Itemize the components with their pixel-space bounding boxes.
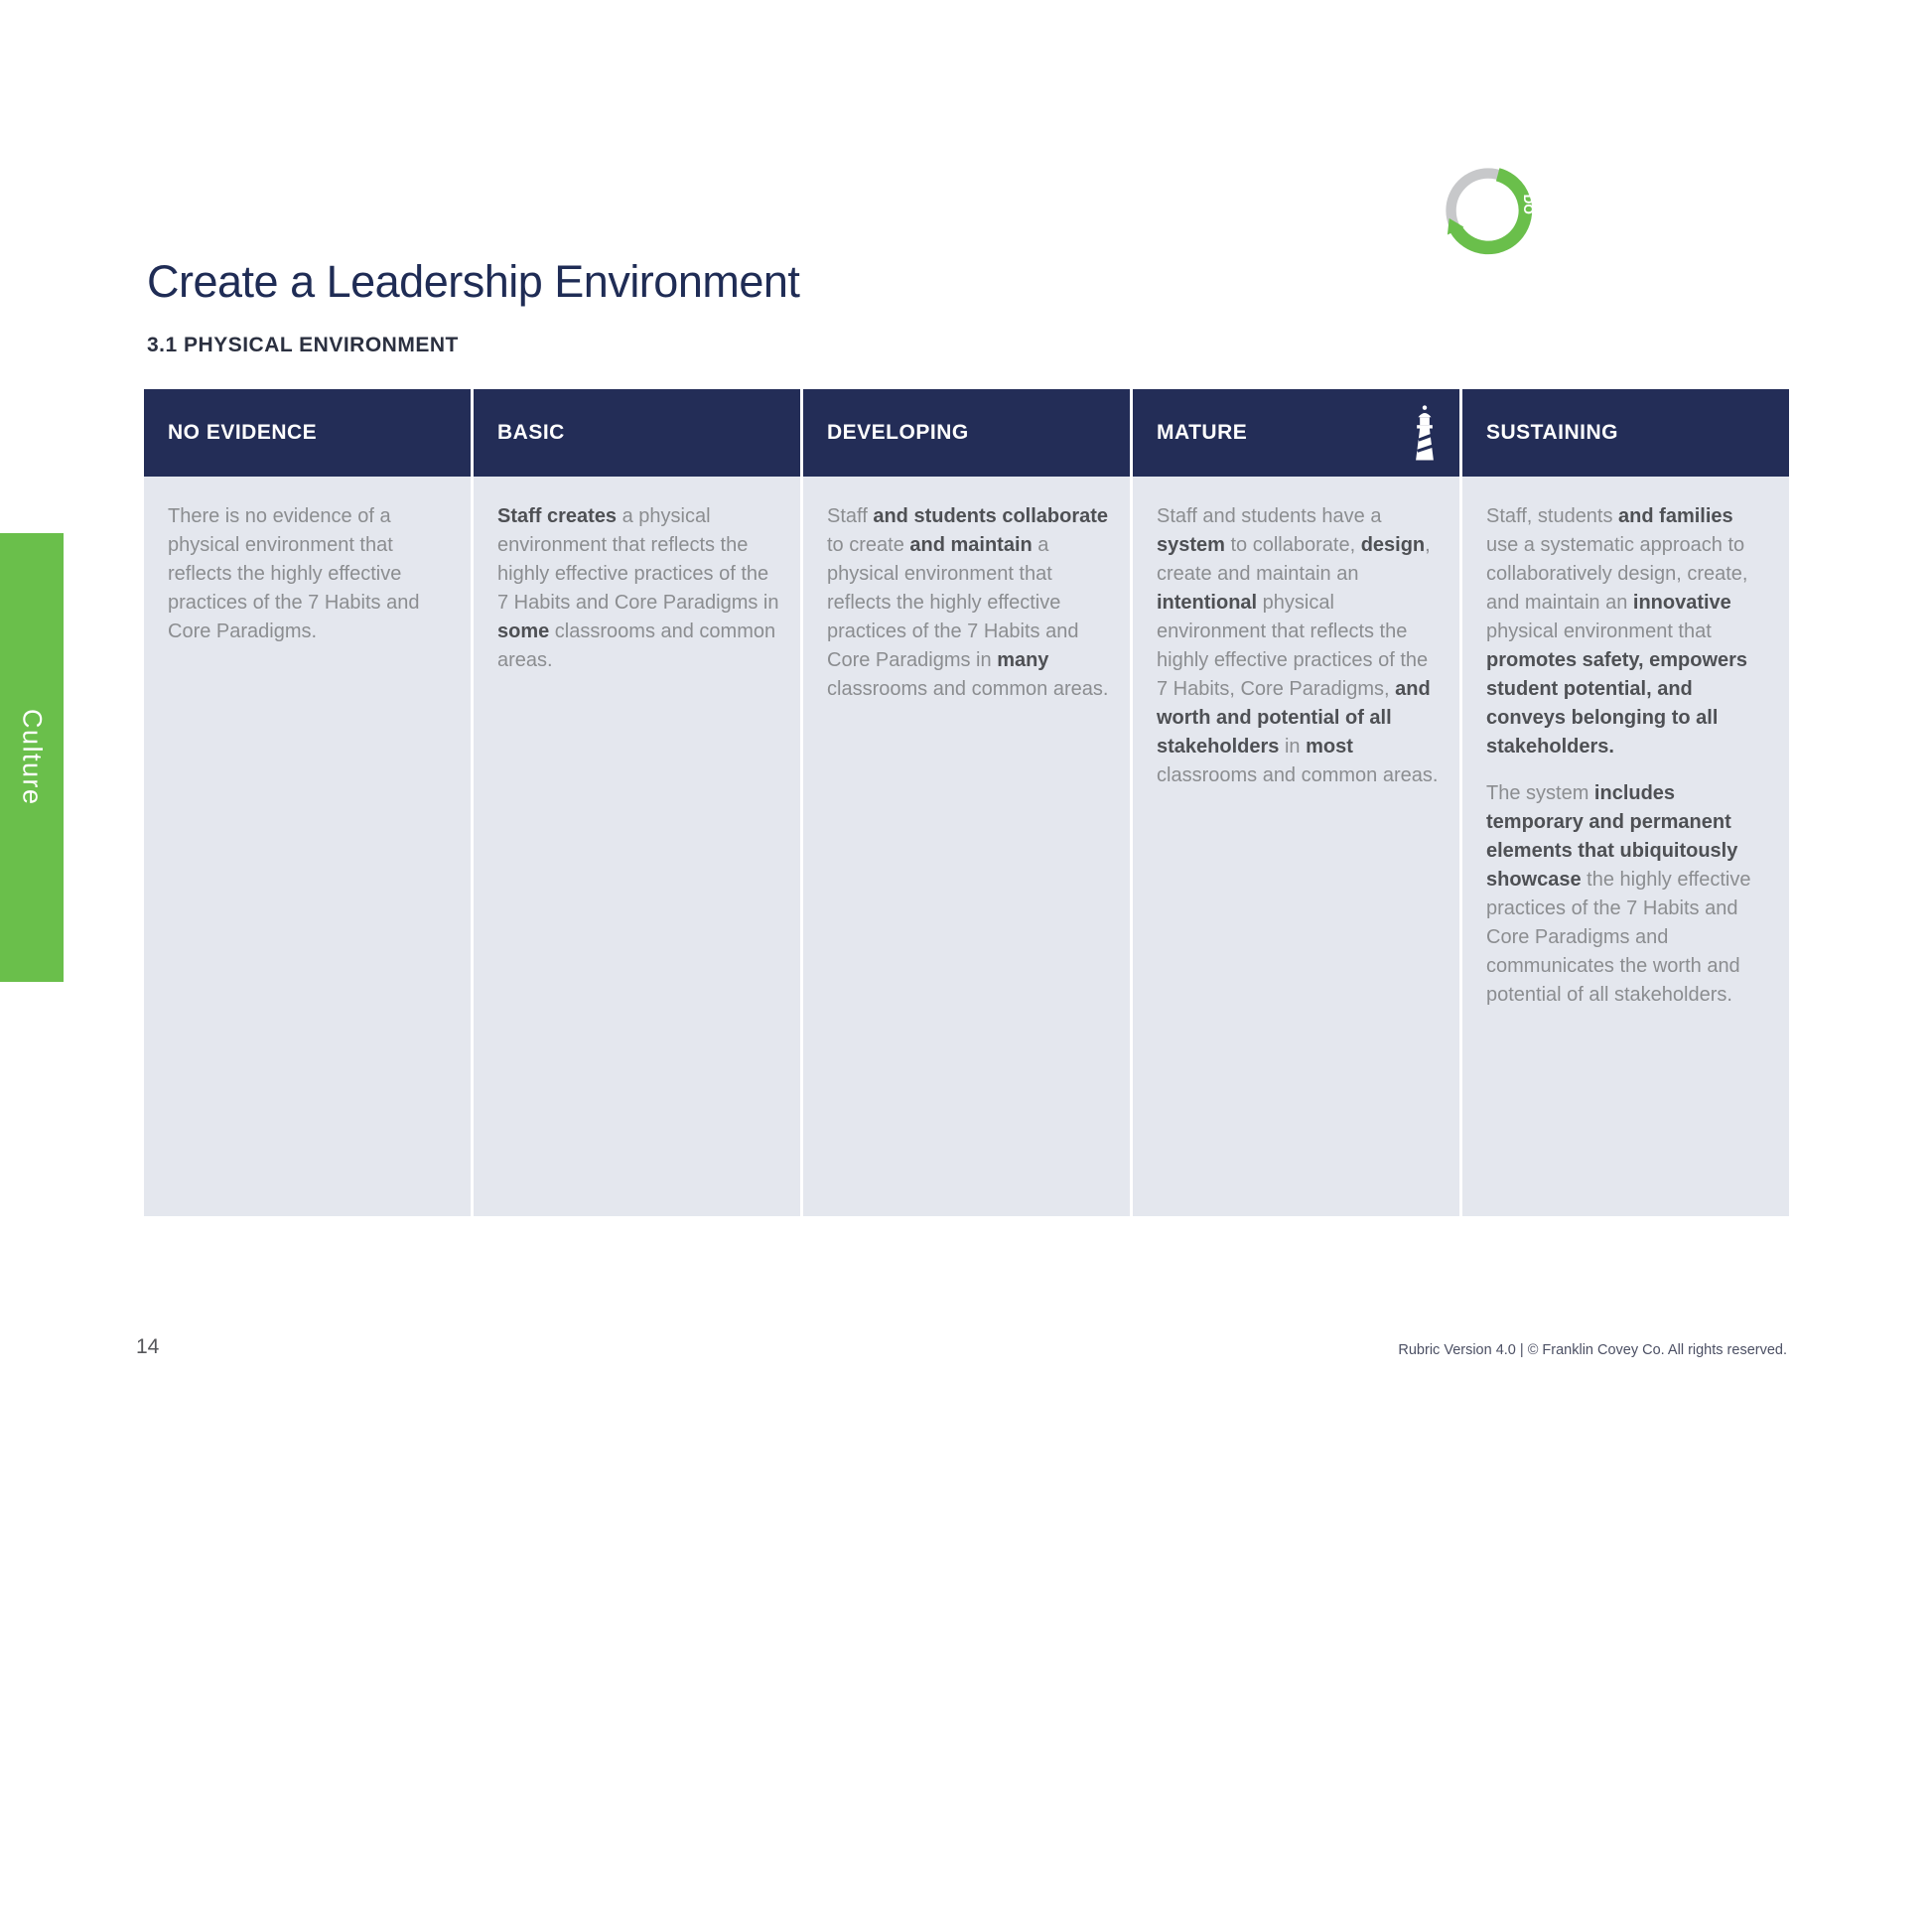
rubric-cell: There is no evidence of a physical envir… (144, 477, 471, 1216)
section-subtitle: 3.1 PHYSICAL ENVIRONMENT (147, 334, 459, 356)
rubric-column: NO EVIDENCE There is no evidence of a phy… (144, 389, 471, 1216)
footer-copyright: Rubric Version 4.0 | © Franklin Covey Co… (1398, 1342, 1787, 1358)
rubric-cell-paragraph: The system includes temporary and perman… (1486, 782, 1751, 1006)
rubric-column-header: BASIC (474, 389, 800, 477)
culture-side-tab: Culture (0, 533, 64, 982)
rubric-column-header-label: BASIC (497, 421, 565, 444)
lighthouse-icon (1408, 402, 1442, 464)
rubric-column-header-label: NO EVIDENCE (168, 421, 318, 444)
rubric-column-header: MATURE (1133, 389, 1459, 477)
rubric-column: MATURE Staff and students have a system t… (1133, 389, 1459, 1216)
rubric-column-header: NO EVIDENCE (144, 389, 471, 477)
rubric-cell-paragraph: Staff and students collaborate to create… (827, 505, 1109, 700)
rubric-cell: Staff and students have a system to coll… (1133, 477, 1459, 1216)
rubric-cell: Staff and students collaborate to create… (803, 477, 1130, 1216)
rubric-table: NO EVIDENCE There is no evidence of a phy… (144, 389, 1789, 1216)
rubric-cell-paragraph: Staff and students have a system to coll… (1157, 505, 1439, 786)
rubric-cell: Staff, students and families use a syste… (1462, 477, 1789, 1216)
rubric-column: SUSTAINING Staff, students and families u… (1462, 389, 1789, 1216)
side-tab-label: Culture (17, 709, 48, 806)
rubric-column: BASIC Staff creates a physical environmen… (474, 389, 800, 1216)
rubric-cell-paragraph: There is no evidence of a physical envir… (168, 505, 420, 642)
rubric-column: DEVELOPING Staff and students collaborate… (803, 389, 1130, 1216)
do-label: DO (1521, 195, 1536, 214)
rubric-column-header-label: SUSTAINING (1486, 421, 1618, 444)
rubric-cell: Staff creates a physical environment tha… (474, 477, 800, 1216)
rubric-cell-paragraph: Staff, students and families use a syste… (1486, 505, 1748, 758)
page-number: 14 (136, 1335, 160, 1358)
do-cycle-icon: DO (1437, 159, 1540, 262)
rubric-cell-paragraph: Staff creates a physical environment tha… (497, 505, 779, 671)
rubric-column-header: DEVELOPING (803, 389, 1130, 477)
page-title: Create a Leadership Environment (147, 256, 800, 307)
rubric-column-header-label: MATURE (1157, 421, 1248, 444)
rubric-column-header: SUSTAINING (1462, 389, 1789, 477)
rubric-column-header-label: DEVELOPING (827, 421, 969, 444)
